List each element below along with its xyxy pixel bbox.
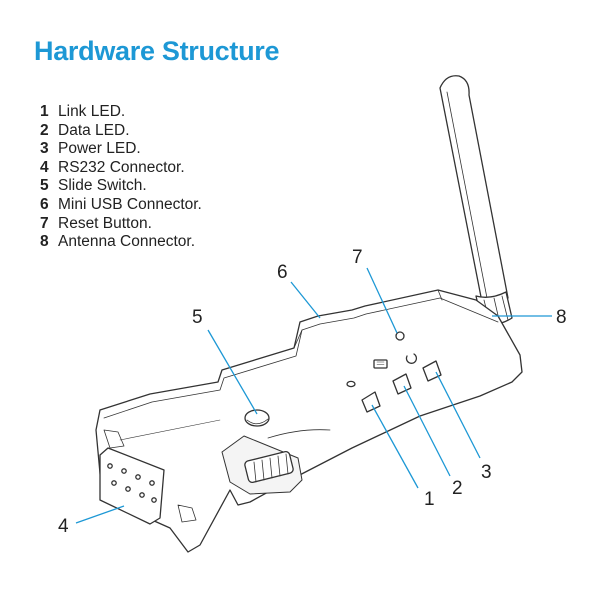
leader-lines [75, 267, 552, 524]
page-title: Hardware Structure [34, 36, 280, 66]
callout-8: 8 [556, 307, 567, 328]
part-number: 2 [40, 121, 49, 139]
leader-line-1 [371, 404, 419, 489]
roller-illustration [244, 450, 294, 484]
power-led-illustration [422, 360, 442, 382]
parts-list-item: 2 Data LED. [40, 122, 202, 141]
callout-4: 4 [58, 516, 69, 537]
data-led-illustration [392, 373, 412, 395]
antenna-illustration [439, 75, 513, 325]
callout-5: 5 [192, 307, 203, 328]
slide-switch-illustration [244, 409, 270, 427]
reset-button-illustration [395, 331, 405, 341]
parts-list-item: 6 Mini USB Connector. [40, 196, 202, 215]
callout-2: 2 [452, 478, 463, 499]
part-number: 3 [40, 140, 49, 158]
parts-list-item: 4 RS232 Connector. [40, 159, 202, 178]
parts-list-item: 8 Antenna Connector. [40, 233, 202, 252]
part-label: Data LED. [58, 121, 130, 139]
device-illustration [95, 75, 523, 553]
callout-6: 6 [277, 262, 288, 283]
part-label: Reset Button. [58, 214, 152, 232]
part-label: Power LED. [58, 140, 141, 158]
leader-line-5 [207, 329, 258, 415]
parts-list: 1 Link LED. 2 Data LED. 3 Power LED. 4 RS232… [40, 103, 202, 252]
callout-7: 7 [352, 247, 363, 268]
part-number: 4 [40, 158, 49, 176]
leader-line-3 [435, 371, 481, 459]
part-number: 8 [40, 233, 49, 251]
part-number: 1 [40, 103, 49, 120]
parts-list-item: 5 Slide Switch. [40, 177, 202, 196]
part-label: Link LED. [58, 103, 126, 120]
leader-line-6 [290, 281, 321, 319]
part-label: RS232 Connector. [58, 158, 185, 176]
part-number: 6 [40, 195, 49, 213]
rs232-connector-illustration [99, 429, 197, 525]
indicator-icons-illustration [346, 353, 418, 388]
part-label: Mini USB Connector. [58, 195, 202, 213]
parts-list-item: 1 Link LED. [40, 103, 202, 122]
part-label: Slide Switch. [58, 177, 147, 195]
link-led-illustration [361, 391, 381, 413]
leader-line-4 [75, 505, 125, 524]
part-label: Antenna Connector. [58, 233, 196, 251]
parts-list-item: 7 Reset Button. [40, 215, 202, 234]
leader-line-2 [403, 385, 451, 477]
part-number: 7 [40, 214, 49, 232]
callout-3: 3 [481, 462, 492, 483]
leader-line-7 [366, 267, 398, 334]
part-number: 5 [40, 177, 49, 195]
parts-list-item: 3 Power LED. [40, 140, 202, 159]
callout-1: 1 [424, 489, 435, 510]
